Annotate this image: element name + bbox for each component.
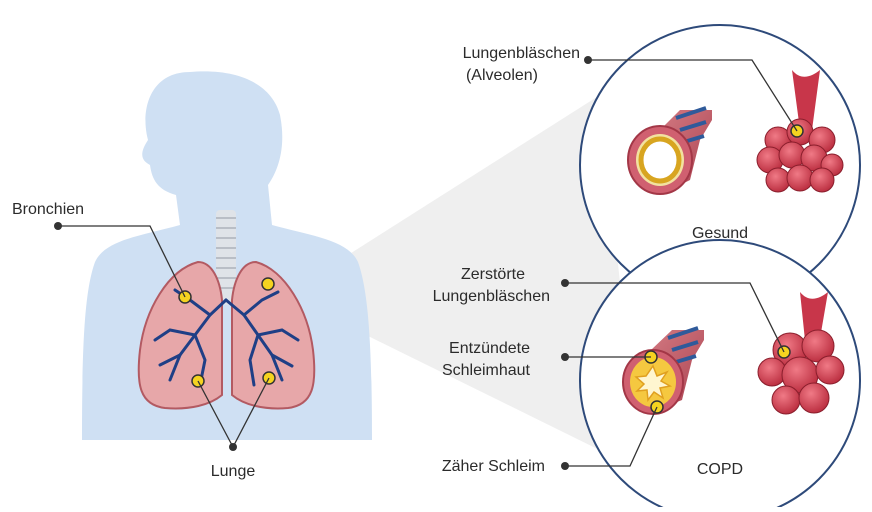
label-destroyed-line2: Lungenbläschen — [380, 287, 550, 307]
label-mucus: Zäher Schleim — [380, 457, 545, 477]
label-healthy: Gesund — [680, 224, 760, 244]
marker-bronchi-right — [262, 278, 274, 290]
label-alveoli-line2: (Alveolen) — [400, 66, 538, 86]
label-alveoli-line1: Lungenbläschen — [400, 44, 580, 64]
label-inflamed-line2: Schleimhaut — [380, 361, 530, 381]
label-lung: Lunge — [203, 462, 263, 482]
label-inflamed-line1: Entzündete — [380, 339, 530, 359]
label-bronchi: Bronchien — [12, 200, 84, 220]
label-copd: COPD — [680, 460, 760, 480]
label-destroyed-line1: Zerstörte — [380, 265, 525, 285]
